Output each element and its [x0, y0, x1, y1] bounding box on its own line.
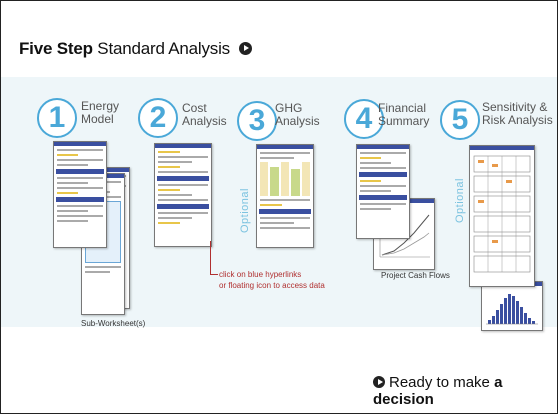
step-2-line1: Cost	[182, 101, 207, 115]
ghg-columns	[260, 162, 311, 196]
step-3-line1: GHG	[275, 101, 303, 115]
decision-footer: Ready to make a decision	[373, 374, 557, 408]
cash-flows-caption: Project Cash Flows	[381, 271, 450, 280]
step-3-line2: Analysis	[275, 114, 320, 128]
step-5-number: 5	[440, 100, 480, 140]
play-icon-footer[interactable]	[373, 376, 385, 388]
step-5-line1: Sensitivity &	[482, 100, 548, 114]
step-1-line1: Energy	[81, 99, 120, 113]
page-title: Five Step Standard Analysis	[19, 39, 252, 59]
step-3-optional-label: Optional	[239, 188, 251, 233]
step-3-worksheet[interactable]	[256, 144, 314, 248]
step-5-worksheet[interactable]	[469, 145, 535, 287]
risk-histogram	[486, 294, 538, 325]
footer-prefix: Ready to make	[389, 374, 495, 391]
step-4-label: Financial Summary	[378, 102, 429, 128]
sub-worksheets-caption: Sub-Worksheet(s)	[81, 319, 146, 328]
hyperlink-note: click on blue hyperlinks or floating ico…	[219, 269, 325, 291]
step-2-worksheet[interactable]	[154, 143, 212, 247]
title-rest: Standard Analysis	[92, 39, 230, 58]
step-2-label: Cost Analysis	[182, 102, 227, 128]
note-connector	[210, 241, 211, 275]
step-5-optional-label: Optional	[454, 178, 466, 223]
step-2-line2: Analysis	[182, 114, 227, 128]
step-1-number: 1	[37, 98, 77, 138]
step-1-line2: Model	[81, 112, 114, 126]
title-bold: Five Step	[19, 39, 93, 58]
step-2-number: 2	[138, 98, 178, 138]
step-4-number: 4	[344, 99, 384, 139]
risk-distribution-sheet[interactable]	[481, 281, 543, 331]
play-icon[interactable]	[238, 42, 252, 55]
note-line1: click on blue hyperlinks	[219, 270, 302, 279]
step-4-line1: Financial	[378, 101, 427, 115]
step-4-line2: Summary	[378, 114, 430, 128]
note-line2: or floating icon to access data	[219, 281, 325, 290]
step-3-number: 3	[237, 101, 277, 141]
step-5-line2: Risk Analysis	[482, 113, 553, 127]
note-connector-h	[210, 274, 218, 275]
step-3-label: GHG Analysis	[275, 102, 320, 128]
step-5-label: Sensitivity & Risk Analysis	[482, 101, 553, 127]
footer-emphasis: a decision	[373, 374, 503, 408]
step-4-worksheet[interactable]	[356, 144, 410, 239]
step-1-worksheet[interactable]	[53, 141, 107, 248]
step-1-label: Energy Model	[81, 100, 119, 126]
sensitivity-tables	[473, 155, 531, 273]
